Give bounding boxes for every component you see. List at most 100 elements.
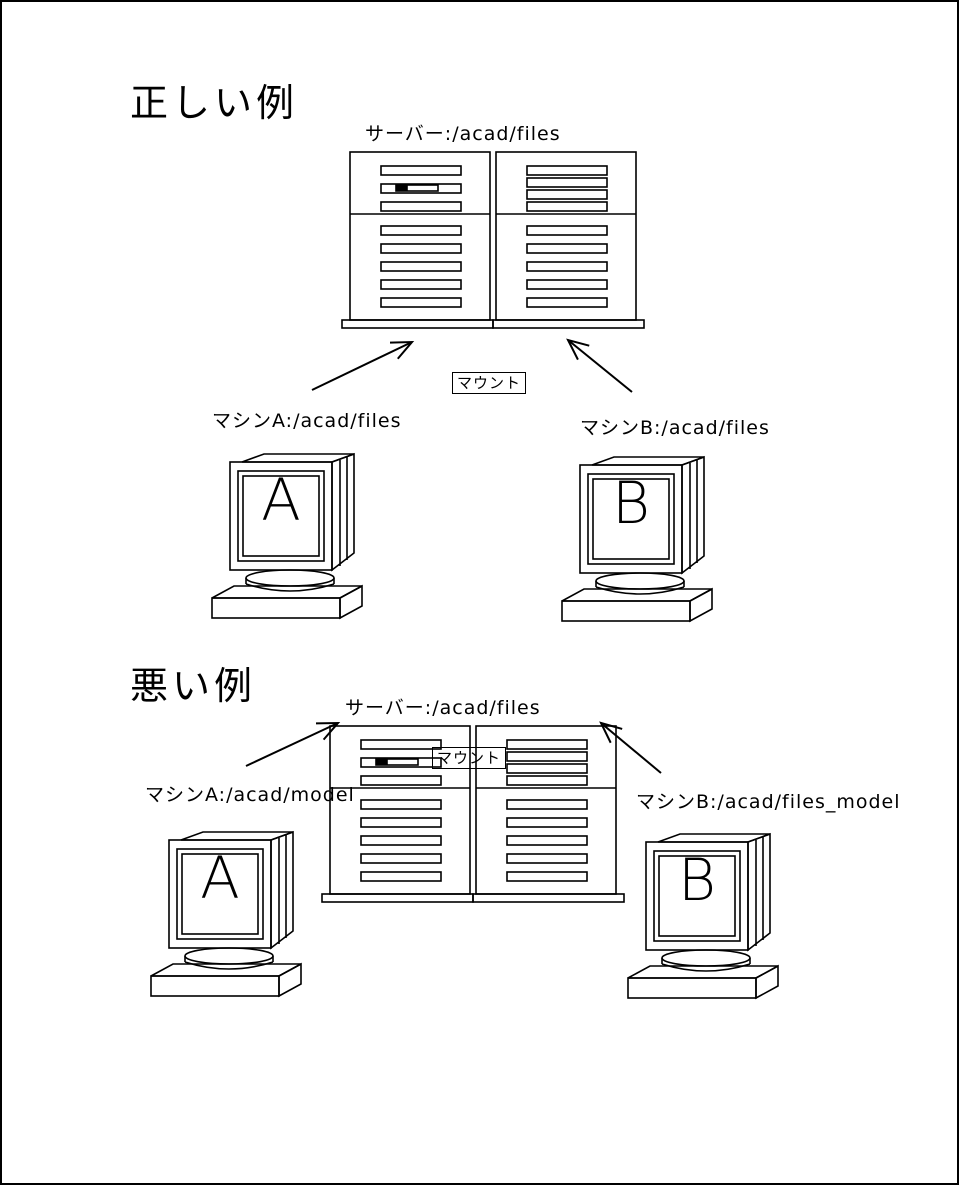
good-server-label: サーバー:/acad/files bbox=[365, 123, 561, 145]
drive-slot bbox=[506, 775, 588, 786]
server-base-right bbox=[472, 893, 625, 903]
drive-slot bbox=[360, 853, 442, 864]
base-front bbox=[211, 597, 341, 619]
arrow-head bbox=[315, 721, 341, 741]
drive-slot bbox=[360, 835, 442, 846]
monitor-screen-inner bbox=[592, 478, 670, 560]
base-side bbox=[278, 962, 302, 998]
drive-slot bbox=[360, 757, 442, 768]
bad-machine-a-screen-letter: A bbox=[200, 844, 240, 912]
monitor-screen-inner bbox=[658, 855, 736, 937]
drive-slot bbox=[526, 189, 608, 200]
bad-arrow-b bbox=[599, 721, 662, 774]
drive-slot bbox=[380, 297, 462, 308]
monitor-top bbox=[657, 833, 771, 843]
drive-slot bbox=[526, 225, 608, 236]
monitor-stand bbox=[245, 569, 335, 587]
monitor-stand bbox=[184, 947, 274, 965]
base-side bbox=[755, 964, 779, 1000]
base-top bbox=[150, 963, 302, 977]
drive-slot bbox=[506, 751, 588, 762]
drive-slot bbox=[360, 871, 442, 882]
monitor-side bbox=[270, 830, 294, 950]
good-arrow-a bbox=[311, 340, 415, 391]
drive-slot bbox=[526, 261, 608, 272]
good-mount-label: マウント bbox=[452, 372, 527, 394]
drive-indicator bbox=[395, 184, 439, 192]
arrow-head bbox=[566, 338, 590, 361]
monitor-top bbox=[241, 453, 355, 463]
drive-slot bbox=[506, 853, 588, 864]
bad-example-heading: 悪い例 bbox=[130, 664, 257, 708]
good-machine-a-screen-letter: A bbox=[261, 466, 301, 534]
base-top bbox=[627, 965, 779, 979]
good-machine-b-label: マシンB:/acad/files bbox=[580, 417, 770, 439]
stand-curve bbox=[184, 961, 274, 970]
drive-slot bbox=[526, 201, 608, 212]
good-machine-a-label: マシンA:/acad/files bbox=[212, 410, 402, 432]
drive-slot bbox=[360, 817, 442, 828]
arrow-head bbox=[599, 721, 623, 744]
server-base-right bbox=[492, 319, 645, 329]
drive-slot bbox=[526, 177, 608, 188]
drive-indicator bbox=[375, 758, 419, 766]
bad-machine-a-label: マシンA:/acad/model bbox=[145, 784, 355, 806]
drive-slot bbox=[526, 297, 608, 308]
monitor-side bbox=[681, 455, 705, 575]
drive-slot bbox=[506, 817, 588, 828]
base-top bbox=[561, 588, 713, 602]
bad-machine-b-icon bbox=[627, 832, 779, 1000]
drive-slot bbox=[526, 243, 608, 254]
drive-indicator-light bbox=[396, 185, 408, 191]
drive-slot bbox=[380, 201, 462, 212]
base-side bbox=[689, 587, 713, 623]
bad-machine-b-screen-letter: B bbox=[678, 846, 716, 914]
bad-server-icon bbox=[321, 725, 625, 903]
drive-slot bbox=[360, 739, 442, 750]
monitor-side bbox=[747, 832, 771, 952]
drive-slot bbox=[506, 799, 588, 810]
drive-slot bbox=[360, 799, 442, 810]
monitor-screen-outer bbox=[587, 473, 675, 565]
arrow-shaft bbox=[567, 339, 633, 393]
stand-curve bbox=[245, 583, 335, 592]
base-front bbox=[150, 975, 280, 997]
base-front bbox=[561, 600, 691, 622]
monitor-top bbox=[591, 456, 705, 466]
bad-server-label: サーバー:/acad/files bbox=[345, 697, 541, 719]
monitor-screen-outer bbox=[653, 850, 741, 942]
arrow-shaft bbox=[311, 341, 413, 391]
drive-slot bbox=[506, 763, 588, 774]
drive-slot bbox=[380, 183, 462, 194]
arrow-head bbox=[389, 340, 415, 360]
bad-machine-a-icon bbox=[150, 830, 302, 998]
drive-slot bbox=[360, 775, 442, 786]
server-base-left bbox=[341, 319, 494, 329]
monitor-screen-inner bbox=[181, 853, 259, 935]
good-machine-b-icon bbox=[561, 455, 713, 623]
good-machine-a-icon bbox=[211, 452, 363, 620]
monitor-stand bbox=[595, 572, 685, 590]
server-cabinet-left bbox=[349, 151, 491, 321]
monitor-side bbox=[331, 452, 355, 572]
drive-slot bbox=[506, 739, 588, 750]
drive-indicator-light bbox=[376, 759, 388, 765]
drive-slot bbox=[380, 225, 462, 236]
base-top bbox=[211, 585, 363, 599]
monitor-screen-outer bbox=[237, 470, 325, 562]
drive-slot bbox=[380, 243, 462, 254]
base-front bbox=[627, 977, 757, 999]
bad-machine-b-label: マシンB:/acad/files_model bbox=[636, 791, 901, 813]
drive-slot bbox=[526, 165, 608, 176]
good-arrow-b bbox=[566, 338, 633, 393]
drive-slot bbox=[506, 835, 588, 846]
stand-curve bbox=[661, 963, 751, 972]
good-server-icon bbox=[341, 151, 645, 329]
server-base-left bbox=[321, 893, 474, 903]
base-side bbox=[339, 584, 363, 620]
stand-curve bbox=[595, 586, 685, 595]
drive-slot bbox=[506, 871, 588, 882]
monitor-screen-outer bbox=[176, 848, 264, 940]
